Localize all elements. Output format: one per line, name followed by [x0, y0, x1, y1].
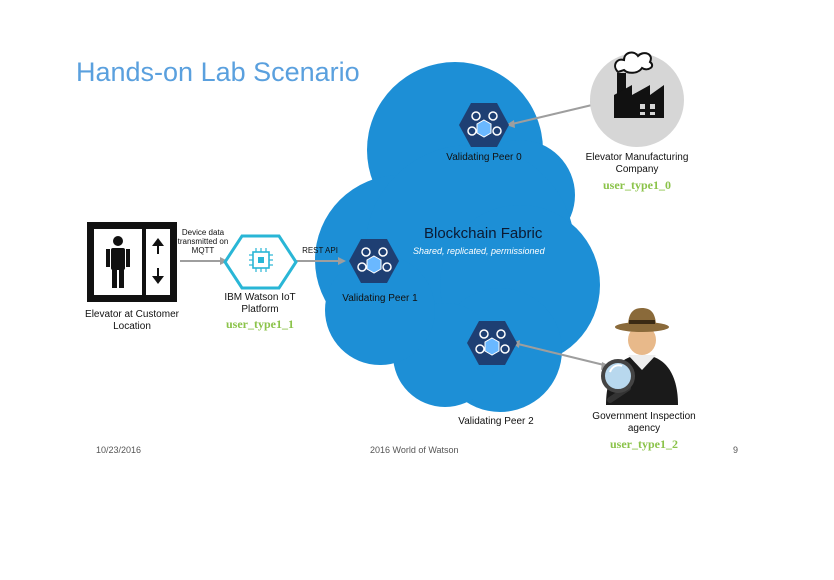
elevator-label: Elevator at Customer Location: [70, 309, 194, 333]
government-user: user_type1_2: [610, 437, 678, 451]
watson-label-line1: IBM Watson IoT: [224, 292, 296, 303]
elevator-icon: [87, 222, 177, 302]
peer-1-icon: [349, 239, 399, 283]
footer-page-number: 9: [733, 445, 739, 455]
inspector-icon: [601, 308, 678, 405]
peer-0-icon: [459, 103, 509, 147]
rest-api-label: REST API: [302, 246, 338, 255]
peer-2-label: Validating Peer 2: [458, 416, 534, 427]
elevator-label-line2: Location: [113, 321, 151, 332]
fabric-title: Blockchain Fabric: [424, 225, 543, 242]
watson-user: user_type1_1: [226, 317, 294, 331]
device-data-label: Device data transmitted on MQTT: [170, 228, 236, 255]
watson-label: IBM Watson IoT Platform: [205, 292, 315, 316]
device-data-line3: MQTT: [191, 246, 215, 255]
peer-1-label: Validating Peer 1: [342, 293, 418, 304]
government-label: Government Inspection agency: [580, 411, 708, 435]
footer-date: 10/23/2016: [96, 445, 142, 455]
manufacturer-label-line1: Elevator Manufacturing: [585, 152, 689, 163]
manufacturer-label-line2: Company: [615, 164, 659, 175]
fabric-subtitle: Shared, replicated, permissioned: [413, 246, 545, 256]
government-label-line2: agency: [627, 423, 661, 434]
peer-0-label: Validating Peer 0: [446, 152, 522, 163]
government-label-line1: Government Inspection: [592, 411, 696, 422]
slide-title: Hands-on Lab Scenario: [76, 57, 360, 87]
footer-event: 2016 World of Watson: [370, 445, 459, 455]
manufacturer-user: user_type1_0: [603, 178, 671, 192]
watson-label-line2: Platform: [241, 304, 279, 315]
watson-iot-icon: [223, 234, 298, 290]
factory-icon: [590, 51, 684, 147]
peer-2-icon: [467, 321, 517, 365]
device-data-line1: Device data: [181, 228, 225, 237]
elevator-label-line1: Elevator at Customer: [85, 309, 179, 320]
blockchain-cloud: [315, 62, 600, 412]
manufacturer-label: Elevator Manufacturing Company: [576, 152, 698, 176]
device-data-line2: transmitted on: [177, 237, 229, 246]
